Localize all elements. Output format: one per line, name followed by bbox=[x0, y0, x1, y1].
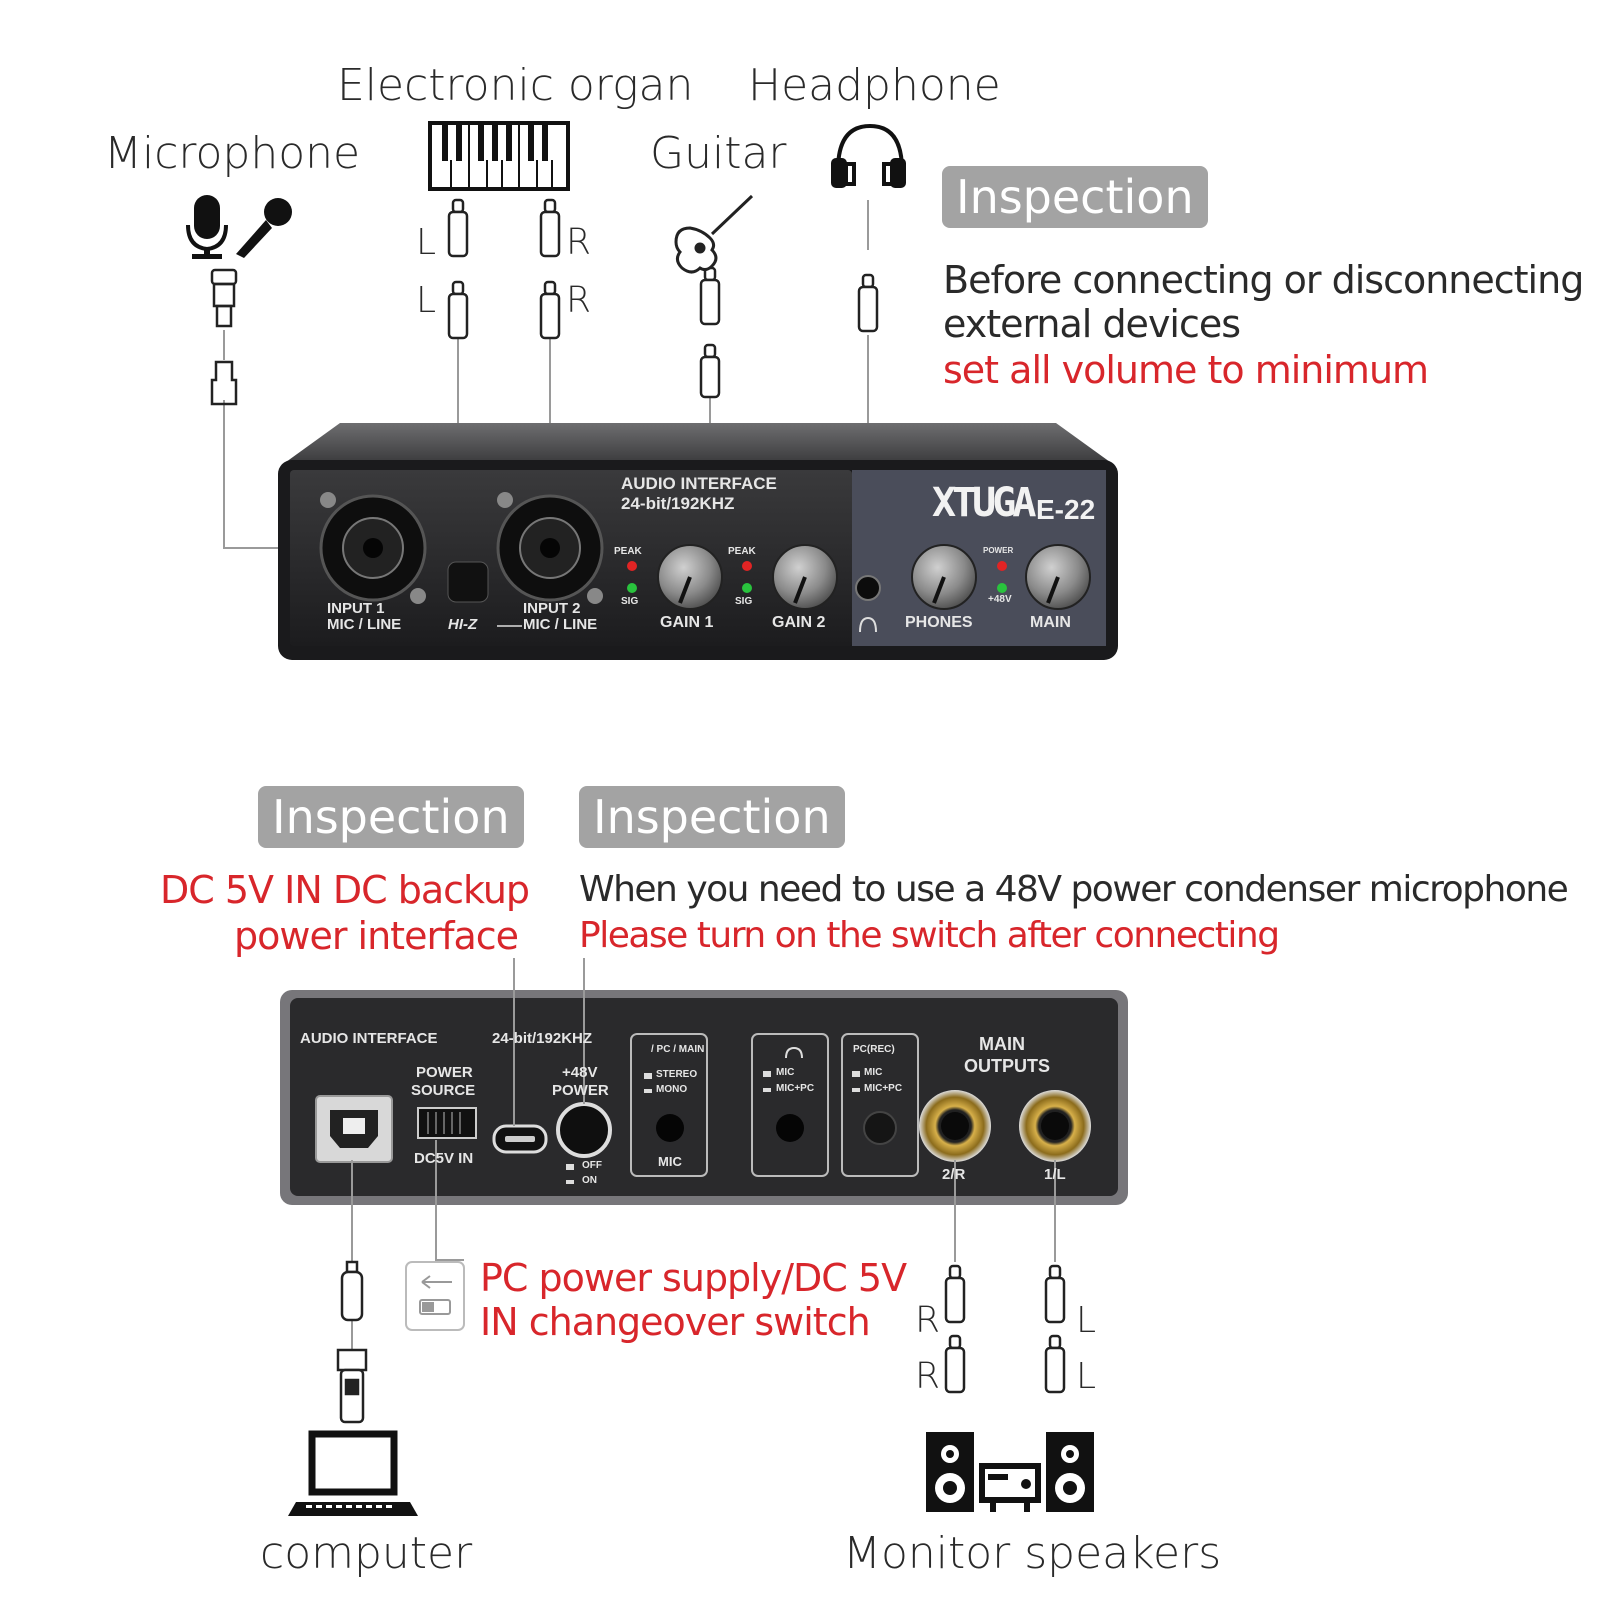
switch3-micpc-label: MIC+PC bbox=[864, 1083, 903, 1094]
usb-a-plug-icon bbox=[336, 1348, 368, 1424]
interface-front-panel bbox=[278, 423, 1118, 660]
inspection-badge-48v: Inspection bbox=[579, 786, 845, 848]
xlr-female-icon bbox=[210, 268, 238, 328]
switch2-micpc-label: MIC+PC bbox=[776, 1083, 815, 1094]
microphone-label: Microphone bbox=[104, 128, 361, 179]
power-source-label-2: SOURCE bbox=[411, 1082, 476, 1099]
inspection-badge: Inspection bbox=[942, 166, 1208, 228]
computer-label: computer bbox=[260, 1528, 473, 1579]
dc-inspection-line1: DC 5V IN DC backup bbox=[160, 868, 530, 912]
on-label: ON bbox=[582, 1175, 597, 1186]
switch-note-line2: IN changeover switch bbox=[480, 1300, 871, 1344]
model-name: E-22 bbox=[1036, 494, 1096, 525]
phantom-power-label-2: POWER bbox=[552, 1082, 609, 1099]
output-2r-label: 2/R bbox=[942, 1166, 966, 1183]
input2-type: MIC / LINE bbox=[523, 616, 598, 633]
peak-label-2: PEAK bbox=[728, 546, 756, 557]
condenser-mic-icon bbox=[186, 195, 228, 259]
off-label: OFF bbox=[582, 1160, 602, 1171]
headphone-label: Headphone bbox=[748, 60, 1001, 111]
input1-type: MIC / LINE bbox=[327, 616, 402, 633]
phones-label: PHONES bbox=[905, 614, 973, 631]
main-outputs-label-2: OUTPUTS bbox=[964, 1056, 1051, 1076]
gain2-label: GAIN 2 bbox=[772, 614, 826, 631]
device-title: AUDIO INTERFACE bbox=[621, 474, 777, 493]
channel-l-mark: L bbox=[416, 280, 437, 321]
hiz-label: HI-Z bbox=[448, 616, 478, 633]
brand-logo: XTUGA bbox=[932, 480, 1036, 526]
inspection-warning: set all volume to minimum bbox=[943, 348, 1429, 392]
switch-note-line1: PC power supply/DC 5V bbox=[480, 1256, 907, 1300]
switch2-mic-label: MIC bbox=[776, 1067, 795, 1078]
switch1-mic-label: MIC bbox=[658, 1154, 682, 1169]
monitor-speakers-label: Monitor speakers bbox=[843, 1528, 1222, 1579]
main-label: MAIN bbox=[1030, 614, 1071, 631]
output-1l-label: 1/L bbox=[1044, 1166, 1066, 1183]
guitar-icon bbox=[674, 194, 754, 274]
rear-device-title: AUDIO INTERFACE bbox=[300, 1030, 438, 1047]
power-led-label: POWER bbox=[983, 546, 1014, 555]
stereo-label: STEREO bbox=[656, 1069, 698, 1080]
headphone-icon bbox=[831, 123, 906, 188]
phantom-inspection-line1: When you need to use a 48V power condens… bbox=[579, 869, 1569, 910]
phantom-power-label: +48V bbox=[562, 1064, 598, 1081]
switch1-header: / PC / MAIN bbox=[651, 1044, 705, 1055]
usb-b-plug-icon bbox=[340, 1260, 364, 1322]
input2-label: INPUT 2 bbox=[523, 600, 581, 617]
electronic-organ-label: Electronic organ bbox=[337, 60, 694, 111]
rear-device-spec: 24-bit/192KHZ bbox=[492, 1030, 593, 1047]
bottom-cables bbox=[351, 958, 1056, 1350]
channel-r-mark: R bbox=[566, 222, 592, 263]
interface-rear-panel bbox=[280, 990, 1128, 1205]
sig-label-1: SIG bbox=[621, 596, 639, 607]
gain1-label: GAIN 1 bbox=[660, 614, 714, 631]
laptop-icon bbox=[288, 1430, 418, 1516]
keyboard-icon bbox=[428, 121, 570, 191]
channel-r-mark: R bbox=[915, 1300, 941, 1341]
sig-label-2: SIG bbox=[735, 596, 753, 607]
switch3-mic-label: MIC bbox=[864, 1067, 883, 1078]
phantom-led-label: +48V bbox=[988, 594, 1012, 605]
channel-l-mark: L bbox=[1076, 1356, 1097, 1397]
dc-inspection-line2: power interface bbox=[234, 914, 519, 958]
main-outputs-label: MAIN bbox=[979, 1034, 1025, 1054]
switch-icon bbox=[405, 1261, 465, 1331]
jack-plugs-bottom bbox=[944, 1264, 1066, 1394]
speakers-icon bbox=[926, 1432, 1094, 1512]
pc-rec-label: PC(REC) bbox=[853, 1044, 895, 1055]
inspection-badge-dc: Inspection bbox=[258, 786, 524, 848]
input1-label: INPUT 1 bbox=[327, 600, 385, 617]
inspection-text-line2: external devices bbox=[943, 302, 1241, 346]
channel-r-mark: R bbox=[566, 280, 592, 321]
device-spec: 24-bit/192KHZ bbox=[621, 494, 735, 513]
jack-plugs-top bbox=[447, 198, 879, 399]
channel-r-mark: R bbox=[915, 1356, 941, 1397]
guitar-label: Guitar bbox=[650, 128, 787, 179]
channel-l-mark: L bbox=[1076, 1300, 1097, 1341]
phantom-inspection-line2: Please turn on the switch after connecti… bbox=[579, 915, 1280, 956]
channel-l-mark: L bbox=[416, 222, 437, 263]
power-source-label: POWER bbox=[416, 1064, 473, 1081]
peak-label-1: PEAK bbox=[614, 546, 642, 557]
dc5v-in-label: DC5V IN bbox=[414, 1150, 474, 1167]
mono-label: MONO bbox=[656, 1084, 688, 1095]
xlr-male-icon bbox=[210, 360, 238, 406]
inspection-text-line1: Before connecting or disconnecting bbox=[943, 258, 1584, 302]
handheld-mic-icon bbox=[236, 198, 292, 258]
